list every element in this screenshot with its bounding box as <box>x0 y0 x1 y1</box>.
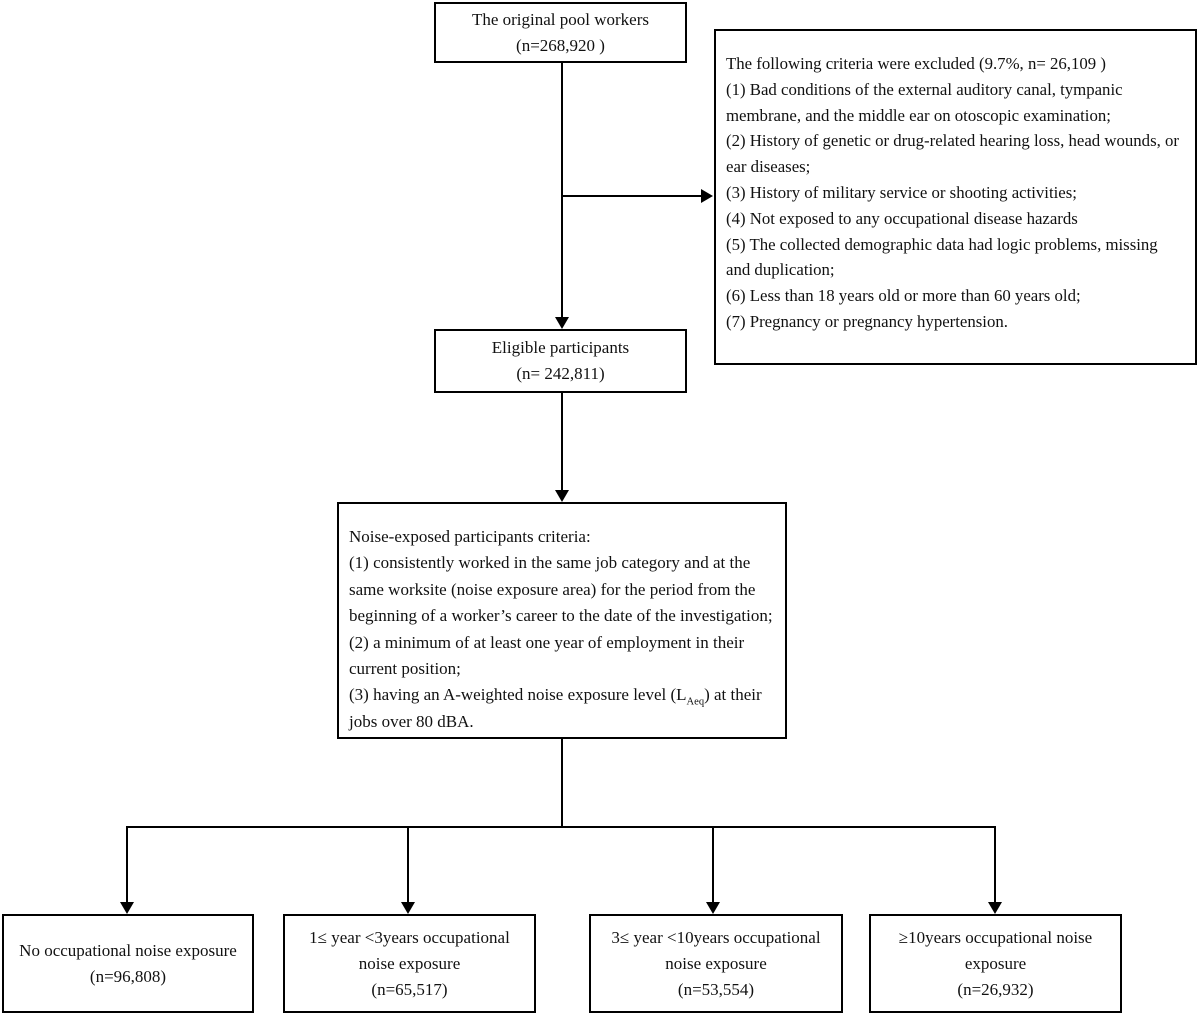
exclusion-line: (2) History of genetic or drug-related h… <box>726 131 1179 151</box>
connector-to-exclusion-line <box>562 195 702 197</box>
eligible-participants-box: Eligible participants (n= 242,811) <box>434 329 687 393</box>
eligible-count: (n= 242,811) <box>516 364 605 383</box>
group-box-1-to-3-years: 1≤ year <3years occupational noise expos… <box>283 914 536 1013</box>
group-label: exposure <box>964 953 1027 973</box>
laeq-subscript: Aeq <box>686 696 705 708</box>
criteria-line: beginning of a worker’s career to the da… <box>349 606 773 626</box>
exclusion-line: (3) History of military service or shoot… <box>726 182 1077 202</box>
group-label: 3≤ year <10years occupational <box>611 927 821 947</box>
eligible-title: Eligible participants <box>491 338 630 357</box>
connector-topbox-to-eligible-line <box>561 63 563 318</box>
criteria-line: (2) a minimum of at least one year of em… <box>349 632 745 652</box>
arrowhead-into-group-1-icon <box>120 902 134 914</box>
arrowhead-into-eligible-icon <box>555 317 569 329</box>
exclusion-line: (1) Bad conditions of the external audit… <box>726 79 1123 99</box>
exclusion-line: (6) Less than 18 years old or more than … <box>726 286 1081 306</box>
arrowhead-into-group-2-icon <box>401 902 415 914</box>
connector-criteria-to-branch-line <box>561 739 563 826</box>
arrowhead-into-group-4-icon <box>988 902 1002 914</box>
branch-drop-1-line <box>126 828 128 903</box>
branch-drop-2-line <box>407 828 409 903</box>
criteria-line: same worksite (noise exposure area) for … <box>349 579 756 599</box>
exclusion-line: ear diseases; <box>726 157 811 177</box>
group-count: (n=53,554) <box>677 979 755 999</box>
criteria-header: Noise-exposed participants criteria: <box>349 527 591 546</box>
original-pool-title: The original pool workers <box>471 9 650 29</box>
branch-horizontal-line <box>126 826 996 828</box>
laeq-pre: (3) having an A-weighted noise exposure … <box>349 685 687 705</box>
exclusion-line: (5) The collected demographic data had l… <box>726 234 1158 254</box>
exclusion-line: membrane, and the middle ear on otoscopi… <box>726 105 1111 125</box>
group-count: (n=26,932) <box>957 979 1034 999</box>
criteria-line: (1) consistently worked in the same job … <box>349 553 751 573</box>
noise-criteria-box: Noise-exposed participants criteria: (1)… <box>337 502 787 739</box>
exclusion-criteria-box: The following criteria were excluded (9.… <box>714 29 1197 365</box>
group-label: ≥10years occupational noise <box>898 927 1093 947</box>
group-box-no-exposure: No occupational noise exposure (n=96,808… <box>2 914 254 1013</box>
group-box-over-10-years: ≥10years occupational noise exposure (n=… <box>869 914 1122 1013</box>
arrowhead-into-exclusion-icon <box>701 189 713 203</box>
laeq-post: ) at their <box>704 685 762 705</box>
group-label: No occupational noise exposure <box>19 940 237 960</box>
group-box-3-to-10-years: 3≤ year <10years occupational noise expo… <box>589 914 843 1013</box>
group-count: (n=96,808) <box>89 966 167 986</box>
group-label: 1≤ year <3years occupational <box>309 927 510 947</box>
criteria-line-laeq: (3) having an A-weighted noise exposure … <box>349 682 779 708</box>
group-label: noise exposure <box>665 953 767 973</box>
criteria-line: jobs over 80 dBA. <box>349 711 474 731</box>
original-pool-count: (n=268,920 ) <box>516 35 605 55</box>
arrowhead-into-group-3-icon <box>706 902 720 914</box>
exclusion-line: (7) Pregnancy or pregnancy hypertension. <box>726 311 1008 331</box>
exclusion-line: and duplication; <box>726 260 835 280</box>
exclusion-line: (4) Not exposed to any occupational dise… <box>726 208 1078 228</box>
group-count: (n=65,517) <box>371 979 448 999</box>
exclusion-header: The following criteria were excluded (9.… <box>726 54 1106 73</box>
original-pool-box: The original pool workers (n=268,920 ) <box>434 2 687 63</box>
arrowhead-into-criteria-icon <box>555 490 569 502</box>
connector-eligible-to-criteria-line <box>561 393 563 491</box>
branch-drop-4-line <box>994 828 996 903</box>
group-label: noise exposure <box>358 953 461 973</box>
criteria-line: current position; <box>349 659 461 679</box>
branch-drop-3-line <box>712 828 714 903</box>
